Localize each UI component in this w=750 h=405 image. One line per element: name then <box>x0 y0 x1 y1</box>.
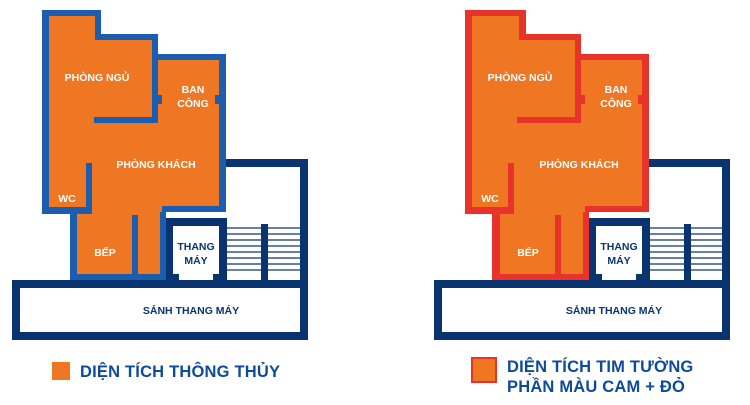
lobby-walls <box>434 159 730 340</box>
label-kitchen: BẾP <box>94 246 116 259</box>
label-balcony-1: BAN <box>605 84 628 96</box>
legend-label-line2: PHẦN MÀU CAM + ĐỎ <box>507 378 686 396</box>
label-elevator-1: THANG <box>177 241 214 253</box>
label-living-room: PHÒNG KHÁCH <box>116 158 195 171</box>
label-elevator-2: MÁY <box>607 254 630 267</box>
orange-red-swatch-icon <box>471 357 497 383</box>
lobby-walls <box>12 159 308 340</box>
label-wc: WC <box>58 193 76 205</box>
label-balcony-2: CÔNG <box>600 97 632 110</box>
legend-tim-tuong: DIỆN TÍCH TIM TƯỜNG PHẦN MÀU CAM + ĐỎ <box>471 357 693 397</box>
label-elevator-lobby: SẢNH THANG MÁY <box>566 304 662 317</box>
label-wc: WC <box>481 193 499 205</box>
legend-thong-thuy: DIỆN TÍCH THÔNG THỦY <box>52 362 280 382</box>
floor-plan-thong-thuy: PHÒNG NGỦ BAN CÔNG PHÒNG KHÁCH WC BẾP TH… <box>0 0 320 350</box>
floor-plan-tim-tuong: PHÒNG NGỦ BAN CÔNG PHÒNG KHÁCH WC BẾP TH… <box>420 0 750 350</box>
label-balcony-2: CÔNG <box>177 97 209 110</box>
label-balcony-1: BAN <box>182 84 205 96</box>
legend-label: DIỆN TÍCH THÔNG THỦY <box>80 363 281 381</box>
label-elevator-1: THANG <box>600 241 637 253</box>
label-bedroom: PHÒNG NGỦ <box>65 71 130 84</box>
label-bedroom: PHÒNG NGỦ <box>488 71 553 84</box>
legend-label-line1: DIỆN TÍCH TIM TƯỜNG <box>507 358 694 376</box>
label-elevator-lobby: SẢNH THANG MÁY <box>143 304 239 317</box>
label-living-room: PHÒNG KHÁCH <box>539 158 618 171</box>
apartment-interior <box>465 16 644 280</box>
orange-swatch-icon <box>52 362 70 380</box>
label-kitchen: BẾP <box>517 246 539 259</box>
label-elevator-2: MÁY <box>184 254 207 267</box>
apartment-interior <box>42 16 221 280</box>
